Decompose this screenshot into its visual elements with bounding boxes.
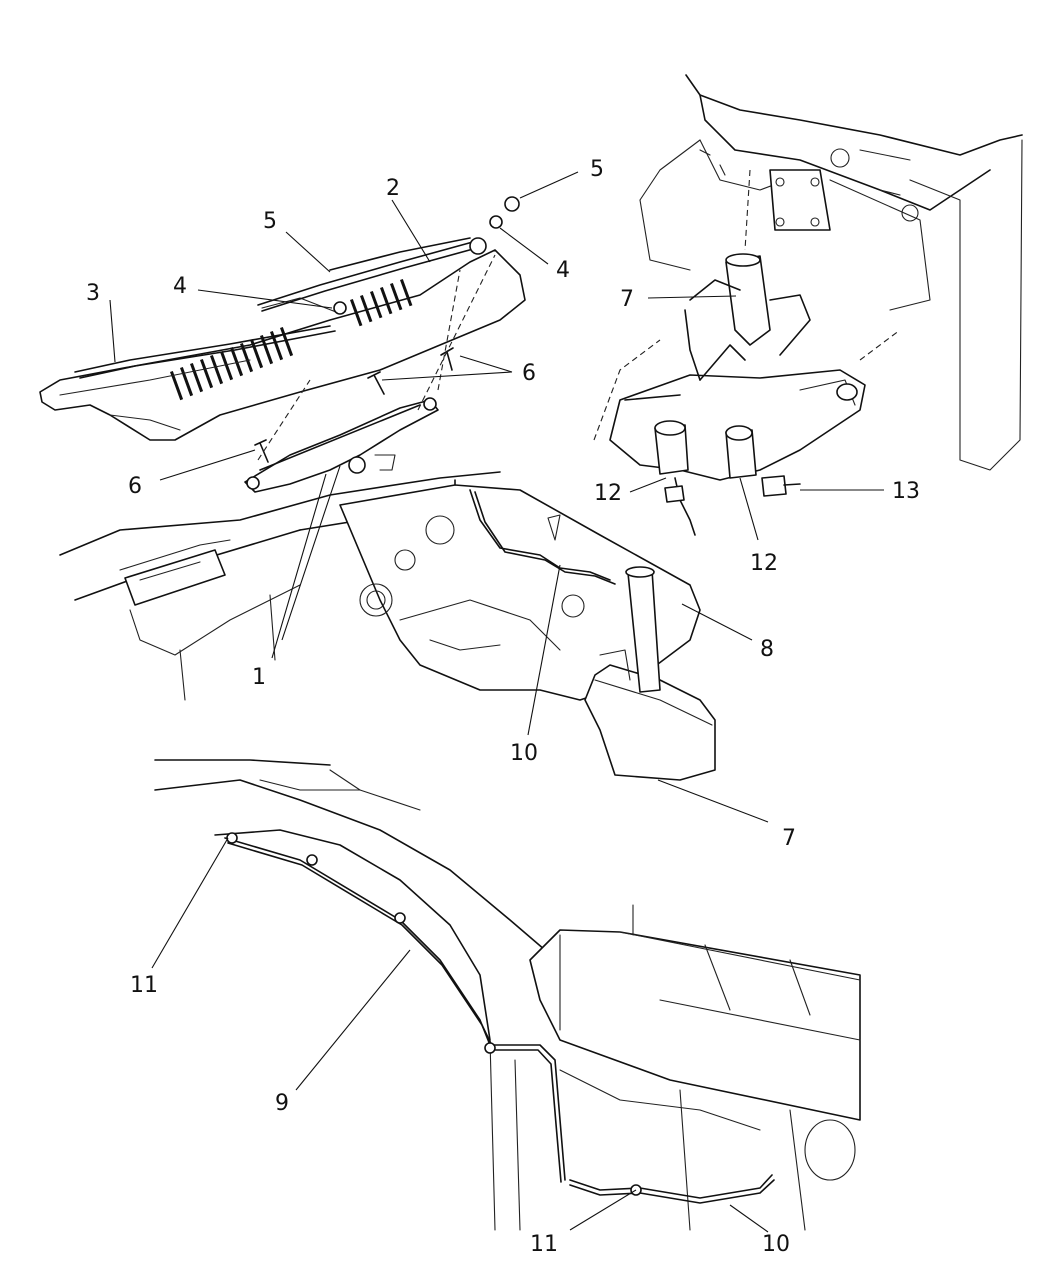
mounting-bolt — [761, 475, 801, 497]
dash-alignment-lines — [257, 254, 496, 461]
callout-12-left: 12 — [594, 481, 622, 506]
callout-6-left: 6 — [128, 474, 142, 499]
upper-right-dash-lines — [593, 169, 901, 441]
callout-2: 2 — [386, 176, 400, 201]
leader-lines — [109, 171, 884, 1233]
washer-pumps — [654, 420, 757, 536]
callout-6-right: 6 — [522, 361, 536, 386]
a-pillar-structure — [154, 759, 546, 1231]
upper-right-inner-fender — [639, 74, 1023, 471]
callout-5-right: 5 — [590, 157, 604, 182]
wiper-arm-right — [257, 237, 485, 312]
washer-hose-dash — [569, 1174, 775, 1204]
callout-5-left: 5 — [263, 209, 277, 234]
body-cowl-structure — [59, 471, 501, 701]
cowl-panel — [39, 249, 526, 441]
nuts-and-caps — [333, 196, 520, 315]
washer-reservoir-lower — [584, 566, 716, 781]
instrument-panel-structure — [529, 904, 861, 1231]
callout-labels: 1 2 3 4 4 5 5 6 6 7 7 8 9 10 10 11 11 12… — [86, 157, 920, 1257]
callout-8: 8 — [760, 637, 774, 662]
callout-1: 1 — [252, 665, 266, 690]
callout-11-lower: 11 — [530, 1232, 558, 1257]
cowl-vent-slots — [170, 278, 413, 401]
callout-12-right: 12 — [750, 551, 778, 576]
callout-9: 9 — [275, 1091, 289, 1116]
wiper-linkage — [244, 397, 439, 493]
callout-7-upper: 7 — [620, 287, 634, 312]
callout-10-lower: 10 — [762, 1232, 790, 1257]
callout-7-lower: 7 — [782, 826, 796, 851]
callout-4-right: 4 — [556, 258, 570, 283]
callout-4-left: 4 — [173, 274, 187, 299]
screws-item-6 — [254, 347, 454, 463]
callout-10-center: 10 — [510, 741, 538, 766]
washer-hose-pillar — [224, 832, 566, 1183]
callout-13: 13 — [892, 479, 920, 504]
washer-hose-upper — [469, 489, 616, 585]
callout-3: 3 — [86, 281, 100, 306]
callout-11-left: 11 — [130, 973, 158, 998]
